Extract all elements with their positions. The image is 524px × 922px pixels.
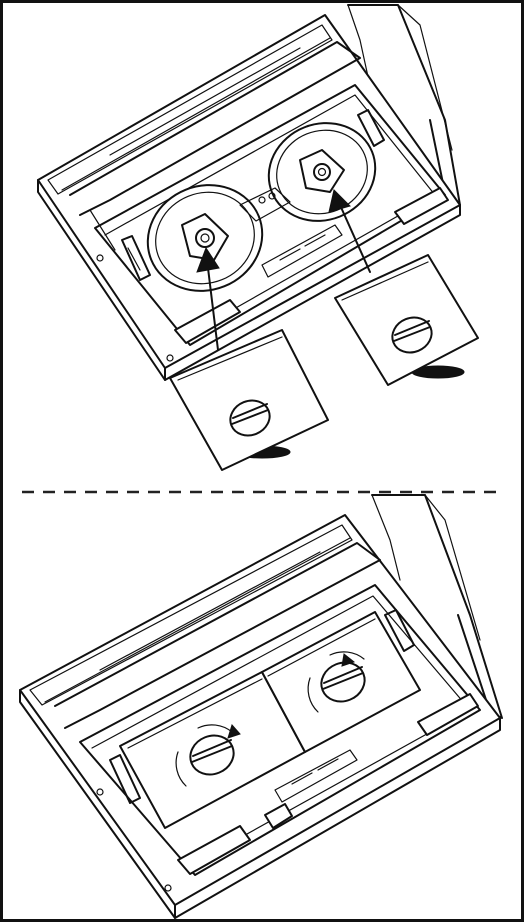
filter-right-top (334, 254, 479, 386)
range-hood-top (37, 14, 461, 381)
filter-left-top (169, 329, 329, 471)
wall-cabinet-bottom (371, 494, 503, 719)
insert-arrow-right (328, 189, 371, 273)
fan-left-top (146, 184, 264, 292)
filter-right-installed (261, 611, 421, 753)
bottom-panel (19, 494, 503, 919)
top-panel (37, 4, 479, 471)
insert-arrow-left (196, 246, 220, 351)
